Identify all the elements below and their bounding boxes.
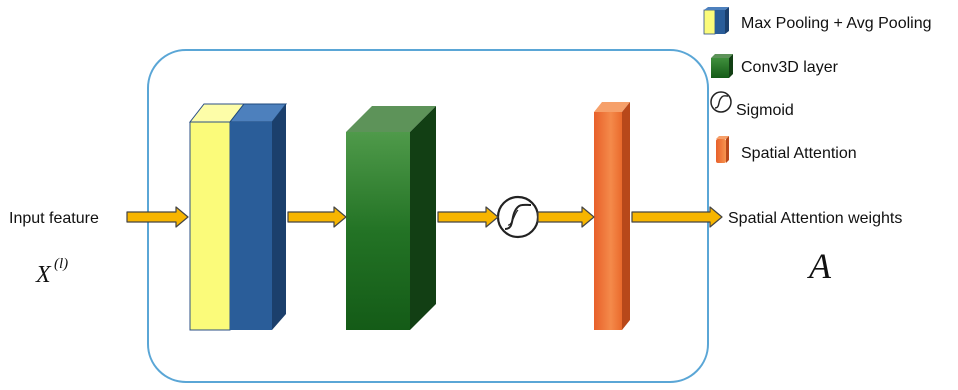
arrow-sigmoid-to-attention xyxy=(537,206,595,228)
pooling-block xyxy=(188,103,288,331)
sigmoid-node xyxy=(496,195,540,239)
arrow-input xyxy=(126,206,189,228)
output-label: Spatial Attention weights xyxy=(728,210,902,227)
input-symbol: X (l) xyxy=(35,256,68,288)
legend-label-sigmoid: Sigmoid xyxy=(736,102,794,119)
legend-label-conv3d: Conv3D layer xyxy=(741,59,839,76)
arrow-output xyxy=(631,206,723,228)
legend-label-spatial-attention: Spatial Attention xyxy=(741,145,857,162)
arrow-pooling-to-conv xyxy=(287,206,347,228)
legend-label-pooling: Max Pooling + Avg Pooling xyxy=(741,15,932,32)
svg-text:(l): (l) xyxy=(54,256,68,272)
legend: Max Pooling + Avg Pooling Conv3D layer S… xyxy=(703,7,932,163)
spatial-attention-block-icon xyxy=(716,136,729,163)
svg-text:X: X xyxy=(35,262,52,288)
legend-item-sigmoid: Sigmoid xyxy=(710,91,794,119)
conv3d-block-icon xyxy=(711,54,733,78)
spatial-attention-block xyxy=(594,102,630,330)
conv3d-block xyxy=(346,106,436,330)
arrow-conv-to-sigmoid xyxy=(437,206,499,228)
pooling-block-icon xyxy=(703,7,729,35)
sigmoid-icon xyxy=(710,91,732,113)
output-symbol: A xyxy=(807,246,832,286)
legend-item-conv3d: Conv3D layer xyxy=(711,54,839,78)
legend-item-spatial-attention: Spatial Attention xyxy=(716,136,857,163)
input-label: Input feature xyxy=(9,210,99,227)
legend-item-pooling: Max Pooling + Avg Pooling xyxy=(703,7,932,35)
